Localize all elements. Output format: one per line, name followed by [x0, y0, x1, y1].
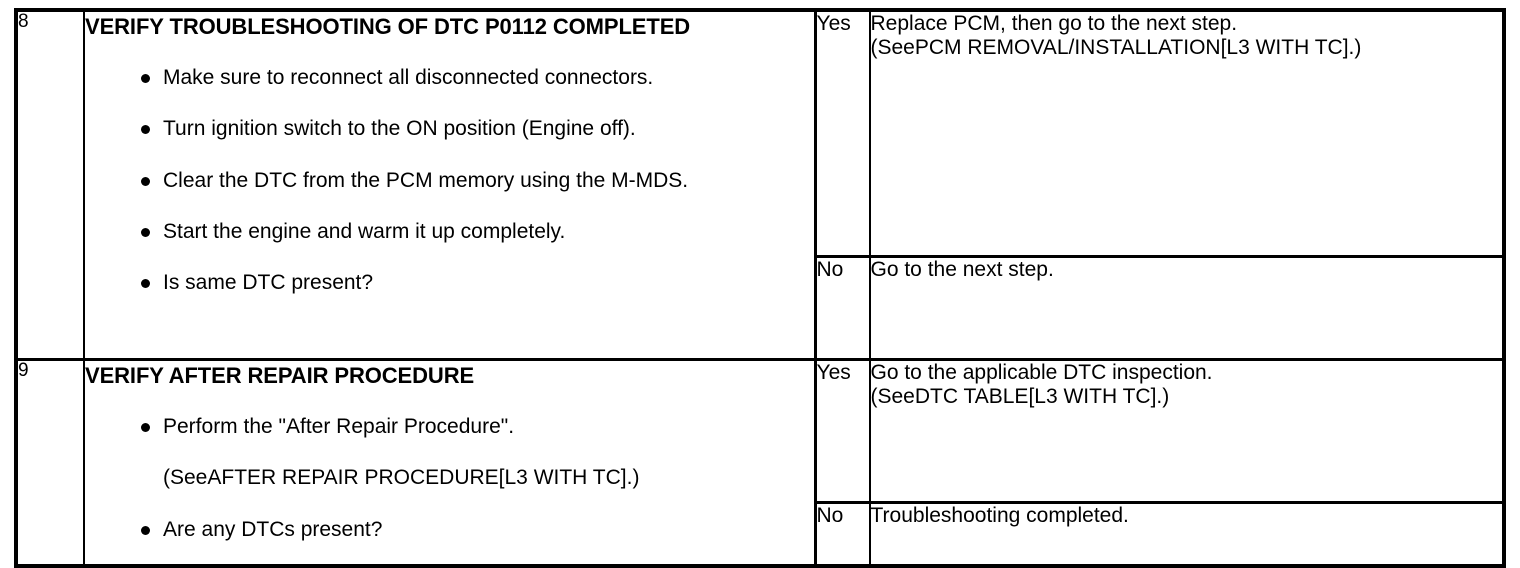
action-cell-no: Go to the next step.: [869, 255, 1502, 358]
bullet-icon: [141, 279, 150, 289]
answer-row-yes: Yes Replace PCM, then go to the next ste…: [816, 12, 1503, 257]
list-item-text: Make sure to reconnect all disconnected …: [163, 66, 654, 90]
list-item-text: Perform the "After Repair Procedure".: [163, 415, 515, 439]
answer-row-no: No Troubleshooting completed.: [816, 501, 1502, 564]
answer-action-cell: Yes Replace PCM, then go to the next ste…: [815, 10, 1504, 360]
bullet-icon: [141, 525, 150, 535]
action-cell-yes: Go to the applicable DTC inspection. (Se…: [870, 361, 1503, 503]
action-cell-no: Troubleshooting completed.: [869, 501, 1502, 564]
step-title: VERIFY AFTER REPAIR PROCEDURE: [85, 363, 475, 388]
answer-row-yes: Yes Go to the applicable DTC inspection.…: [816, 361, 1503, 503]
action-reference: (SeeDTC TABLE[L3 WITH TC].): [870, 385, 1170, 409]
bullet-icon: [141, 74, 150, 84]
answer-table: Yes Replace PCM, then go to the next ste…: [816, 12, 1503, 358]
step-number-cell: 8: [16, 10, 85, 360]
answer-action-cell: Yes Go to the applicable DTC inspection.…: [815, 358, 1504, 566]
table-row: 8 VERIFY TROUBLESHOOTING OF DTC P0112 CO…: [16, 10, 1504, 360]
action-cell-yes: Replace PCM, then go to the next step. (…: [870, 12, 1503, 257]
list-item-text: (SeeAFTER REPAIR PROCEDURE[L3 WITH TC].): [163, 466, 640, 490]
answer-table: Yes Go to the applicable DTC inspection.…: [816, 361, 1503, 564]
action-text: Go to the next step.: [870, 258, 1054, 281]
inspection-list: Make sure to reconnect all disconnected …: [85, 65, 814, 295]
step-number: 9: [18, 360, 29, 381]
answer-label-no: No: [816, 255, 871, 358]
answer-label-yes: Yes: [816, 12, 871, 257]
answer-label-yes: Yes: [816, 361, 871, 503]
action-text: Troubleshooting completed.: [870, 504, 1129, 527]
list-item: Turn ignition switch to the ON position …: [85, 116, 814, 141]
bullet-icon: [141, 176, 150, 186]
list-item-text: Start the engine and warm it up complete…: [163, 219, 566, 243]
list-item-text: Turn ignition switch to the ON position …: [163, 117, 636, 141]
bullet-icon: [141, 423, 150, 433]
action-text: Go to the applicable DTC inspection.: [870, 361, 1213, 384]
inspection-cell: VERIFY AFTER REPAIR PROCEDURE Perform th…: [84, 358, 817, 566]
table-row: 9 VERIFY AFTER REPAIR PROCEDURE Perform …: [16, 358, 1504, 566]
answer-row-no: No Go to the next step.: [816, 255, 1502, 358]
inspection-list: Perform the "After Repair Procedure". (S…: [85, 414, 814, 542]
list-item-text: Is same DTC present?: [163, 271, 374, 295]
list-item: Start the engine and warm it up complete…: [85, 219, 814, 244]
step-title: VERIFY TROUBLESHOOTING OF DTC P0112 COMP…: [85, 14, 691, 39]
list-item: Is same DTC present?: [85, 270, 814, 295]
bullet-icon: [141, 125, 150, 135]
list-item: Make sure to reconnect all disconnected …: [85, 65, 814, 90]
bullet-icon: [141, 227, 150, 237]
action-reference: (SeePCM REMOVAL/INSTALLATION[L3 WITH TC]…: [870, 36, 1362, 60]
troubleshooting-table: 8 VERIFY TROUBLESHOOTING OF DTC P0112 CO…: [14, 8, 1506, 568]
list-item: Are any DTCs present?: [85, 517, 814, 542]
list-item: Clear the DTC from the PCM memory using …: [85, 168, 723, 193]
list-item-text: Clear the DTC from the PCM memory using …: [163, 168, 689, 192]
step-number-cell: 9: [16, 358, 85, 566]
list-item-text: Are any DTCs present?: [163, 517, 383, 541]
inspection-cell: VERIFY TROUBLESHOOTING OF DTC P0112 COMP…: [84, 10, 817, 360]
answer-label-no: No: [816, 501, 871, 564]
list-item-reference: (SeeAFTER REPAIR PROCEDURE[L3 WITH TC].): [85, 465, 814, 490]
list-item: Perform the "After Repair Procedure".: [85, 414, 814, 439]
step-number: 8: [18, 11, 29, 32]
action-text: Replace PCM, then go to the next step.: [870, 12, 1238, 35]
